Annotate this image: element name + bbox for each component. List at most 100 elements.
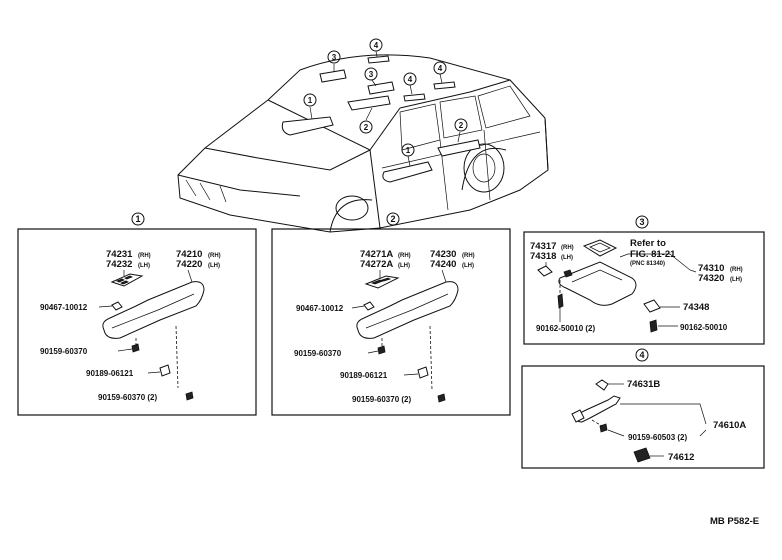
callout-4-b: 4: [403, 72, 417, 86]
car-overview: [177, 50, 549, 233]
car-callouts: 1 1 2 2 3 3 4 4: [303, 38, 468, 157]
part-90467-10012: 90467-10012: [40, 303, 88, 312]
section-3-number: 3: [639, 217, 644, 227]
screw-part: [131, 343, 140, 353]
assist-grip-part: [102, 281, 205, 339]
part-74272a: 74272A: [360, 259, 393, 270]
screw-part: [557, 293, 564, 309]
part-74310: 74310: [698, 263, 724, 274]
part-90159-60370-2: 90159-60370 (2): [352, 395, 411, 404]
grip-position-4c: [433, 81, 456, 90]
callout-3-b: 3: [364, 67, 378, 81]
clip-part: [363, 301, 375, 311]
side-lh: (LH): [398, 263, 410, 269]
part-74610a: 74610A: [713, 420, 746, 431]
side-rh: (RH): [398, 253, 411, 259]
svg-text:1: 1: [308, 96, 313, 105]
callout-2-rear: 2: [454, 118, 468, 132]
callout-3-a: 3: [327, 50, 341, 64]
svg-text:4: 4: [374, 41, 379, 50]
grip-position-1-front: [281, 116, 334, 136]
part-90162-50010-2: 90162-50010 (2): [536, 324, 595, 333]
grip-position-4b: [403, 93, 426, 102]
screw-part-2: [437, 393, 446, 403]
part-90162-50010: 90162-50010: [680, 323, 728, 332]
part-74271a: 74271A: [360, 249, 393, 260]
assist-grip-part: [356, 281, 459, 339]
cap-part: [159, 364, 171, 377]
clip-part: [111, 301, 123, 311]
side-lh: (LH): [561, 255, 573, 261]
part-74210: 74210: [176, 249, 202, 260]
visor-bracket-part: [537, 265, 553, 277]
callout-1-door: 1: [401, 143, 415, 157]
bezel-part: [110, 273, 144, 287]
part-90189-06121: 90189-06121: [86, 369, 134, 378]
svg-text:4: 4: [438, 64, 443, 73]
grip-position-2-front: [347, 95, 391, 111]
side-rh: (RH): [561, 245, 574, 251]
side-lh: (LH): [462, 263, 474, 269]
section-4: 4 74631B 74610A 90159-60503 (2) 74612: [521, 348, 765, 469]
bezel-part: [364, 275, 400, 289]
svg-text:2: 2: [459, 121, 464, 130]
screw-part-2: [649, 319, 658, 333]
svg-text:4: 4: [408, 75, 413, 84]
part-74220: 74220: [176, 259, 202, 270]
section-3: 3 74317 (RH) 74318 (LH) Refer to FIG. 81…: [523, 215, 765, 345]
part-74631b: 74631B: [627, 379, 660, 390]
screw-part: [377, 345, 386, 355]
pnc-reference: (PNC 81340): [630, 261, 665, 267]
callout-2-front: 2: [359, 120, 373, 134]
bezel-holes: [116, 275, 133, 285]
visor-holder-part: [643, 299, 661, 313]
bracket-screw-part: [563, 269, 573, 278]
section-2: 2 74271A (RH) 74272A (LH) 74230 (RH) 742…: [271, 212, 511, 416]
side-lh: (LH): [208, 263, 220, 269]
bezel-holes: [370, 277, 392, 285]
grip-end-part: [571, 409, 585, 423]
grip-cap-part: [633, 447, 651, 463]
figure-reference: FIG. 81-21: [630, 249, 676, 260]
vanity-mirror-part: [582, 239, 618, 257]
screw-part-2: [185, 391, 194, 401]
grip-position-1-door: [382, 161, 433, 183]
grip-cover-part: [595, 379, 609, 391]
part-90189-06121: 90189-06121: [340, 371, 388, 380]
part-90159-60370-2: 90159-60370 (2): [98, 393, 157, 402]
part-74612: 74612: [668, 452, 694, 463]
callout-1-front: 1: [303, 93, 317, 107]
side-rh: (RH): [730, 267, 743, 273]
side-lh: (LH): [138, 263, 150, 269]
part-90467-10012: 90467-10012: [296, 304, 344, 313]
sun-visor-part: [558, 261, 637, 306]
svg-text:1: 1: [406, 146, 411, 155]
side-rh: (RH): [462, 253, 475, 259]
grip-position-2-rear: [437, 139, 481, 157]
section-2-number: 2: [390, 214, 395, 224]
visor-position-3a: [319, 69, 347, 83]
section-4-number: 4: [639, 350, 644, 360]
side-rh: (RH): [138, 253, 151, 259]
part-74348: 74348: [683, 302, 709, 313]
svg-text:2: 2: [364, 123, 369, 132]
side-lh: (LH): [730, 277, 742, 283]
part-74317: 74317: [530, 241, 556, 252]
svg-text:3: 3: [332, 53, 337, 62]
visor-position-3b: [367, 81, 395, 95]
part-74318: 74318: [530, 251, 556, 262]
part-90159-60370: 90159-60370: [40, 347, 88, 356]
cap-part: [417, 366, 429, 379]
part-74240: 74240: [430, 259, 456, 270]
part-90159-60370: 90159-60370: [294, 349, 342, 358]
part-74232: 74232: [106, 259, 132, 270]
callout-4-c: 4: [433, 61, 447, 75]
grip-position-4a: [367, 55, 390, 64]
side-rh: (RH): [208, 253, 221, 259]
part-74320: 74320: [698, 273, 724, 284]
part-74230: 74230: [430, 249, 456, 260]
svg-text:3: 3: [369, 70, 374, 79]
section-1: 1 74231 (RH) 74232 (LH) 74210 (RH) 74220…: [17, 212, 257, 416]
refer-to-text: Refer to: [630, 238, 666, 249]
